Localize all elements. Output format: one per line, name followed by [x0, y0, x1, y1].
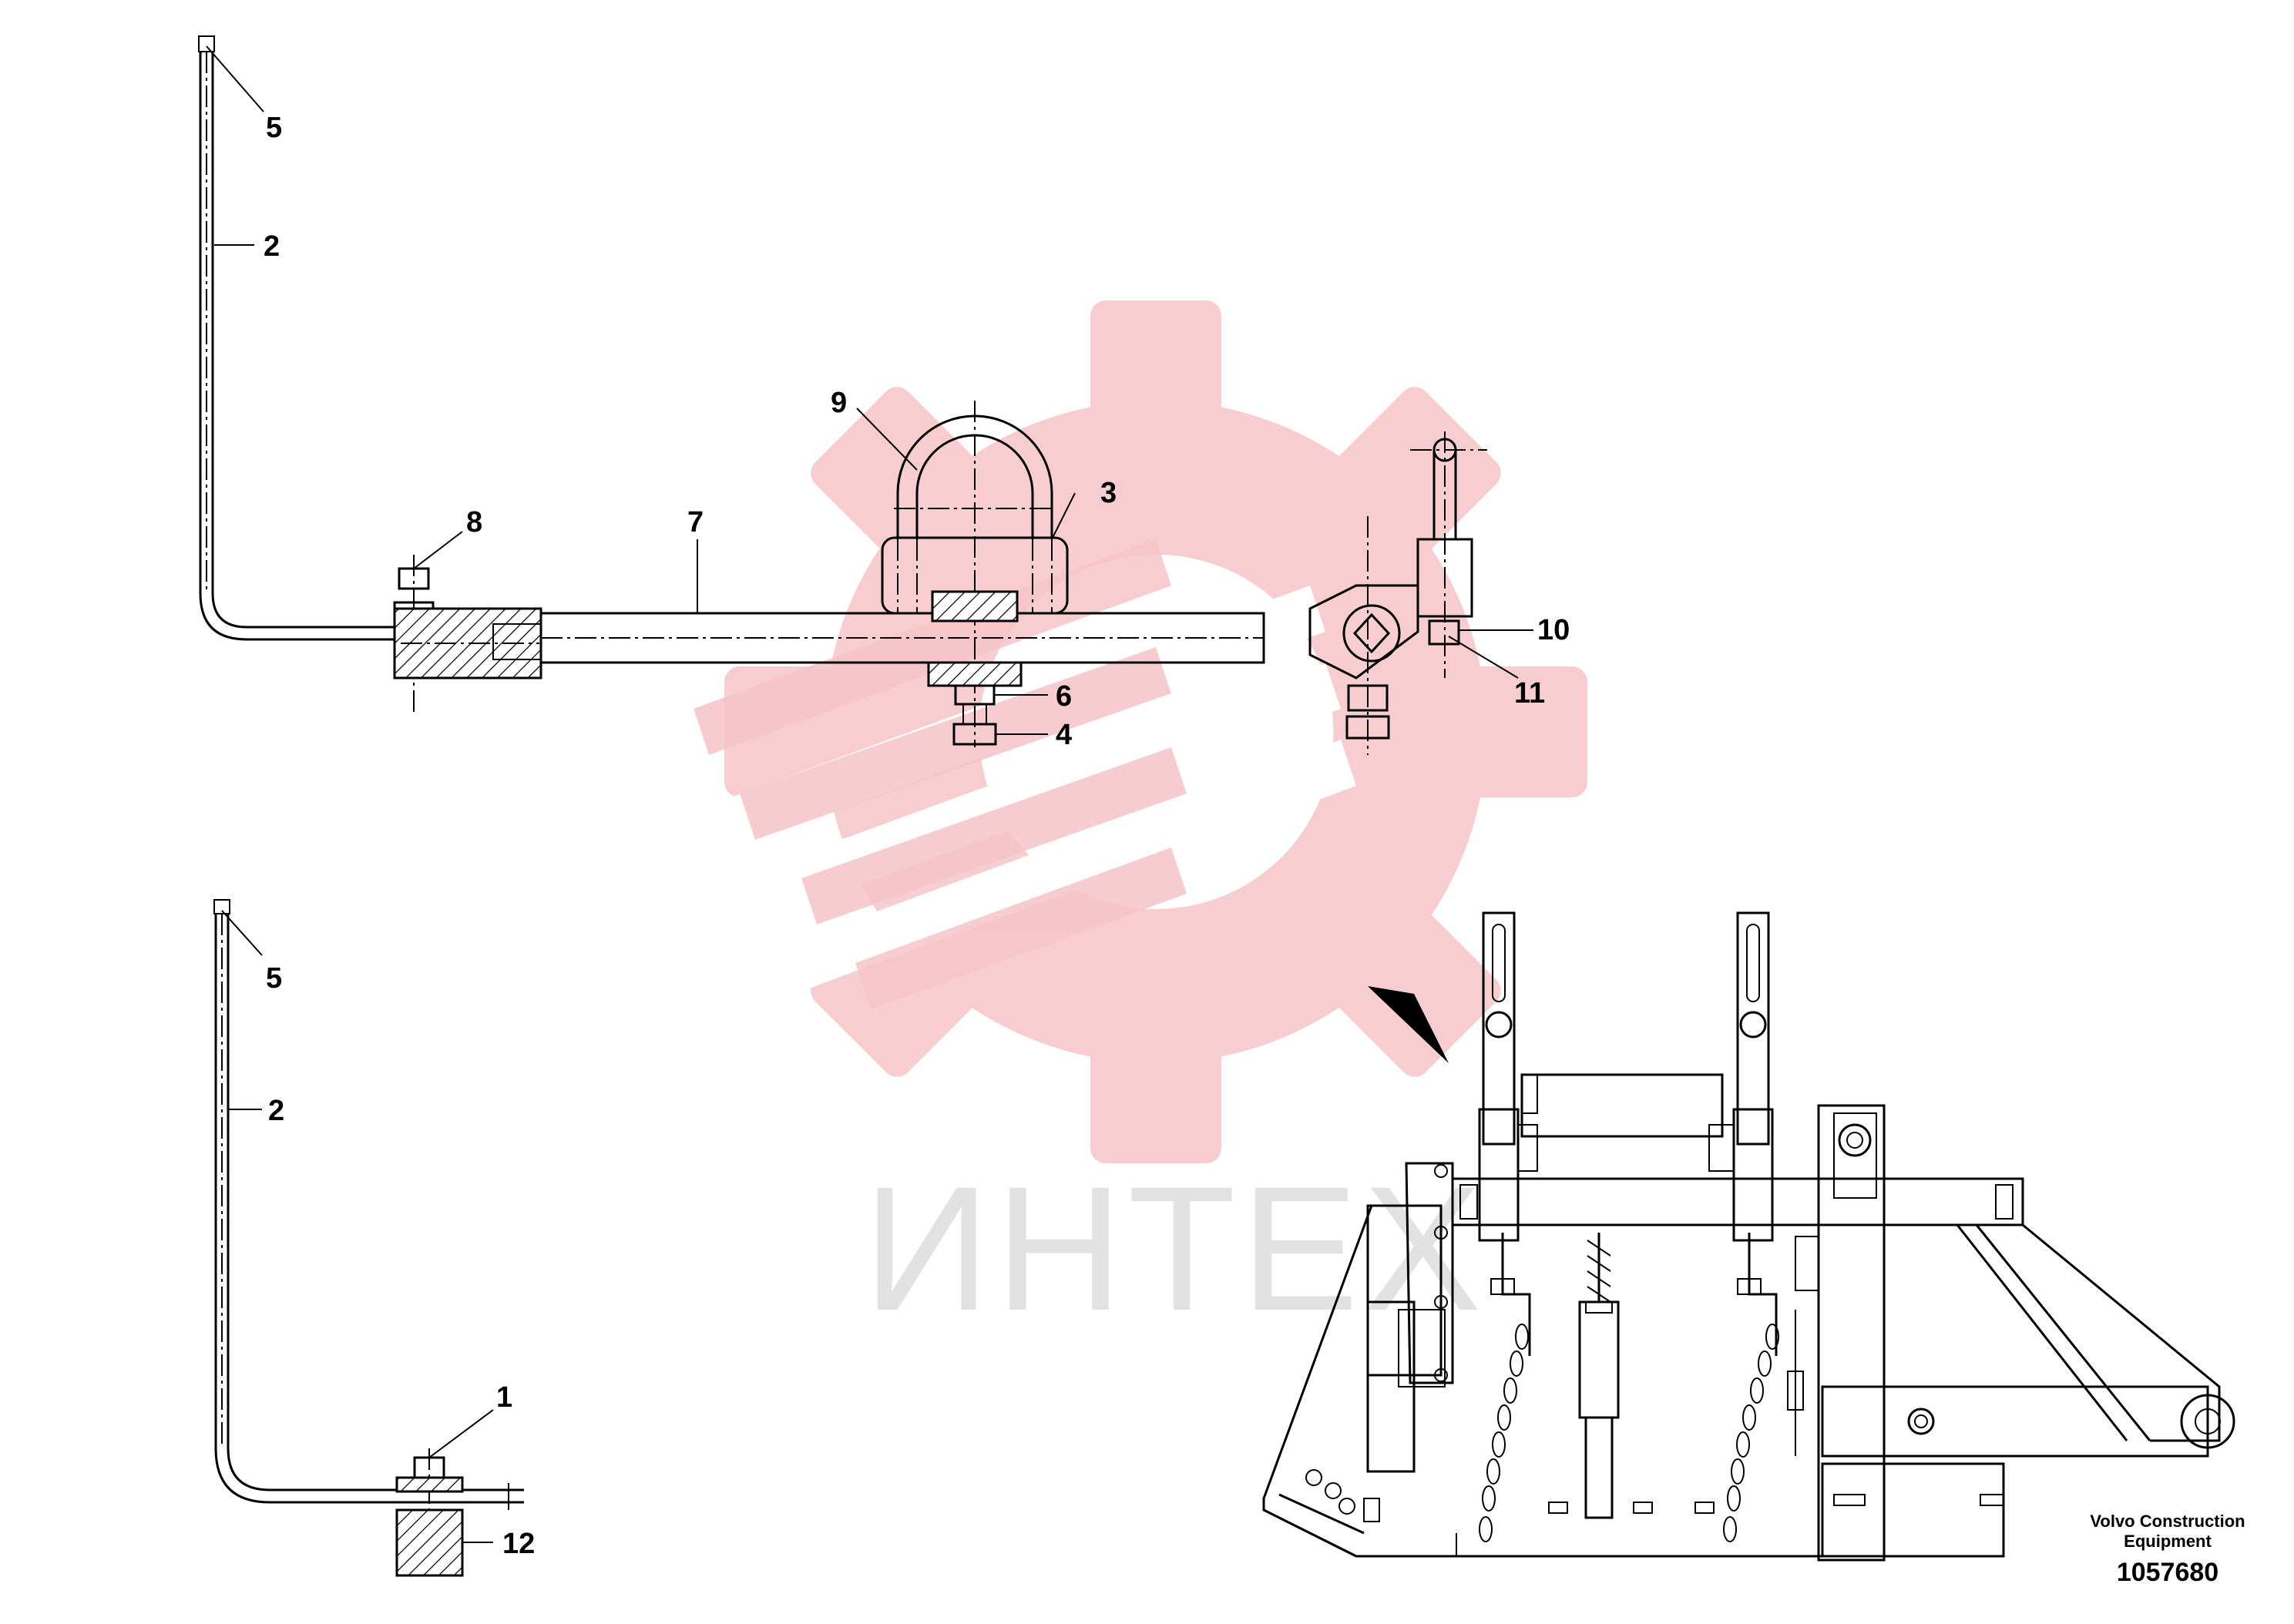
- callout-12: 12: [502, 1528, 535, 1560]
- callout-5-top: 5: [266, 112, 282, 144]
- callout-10: 10: [1537, 614, 1570, 646]
- watermark-gear-icon: [678, 300, 1587, 1163]
- rod-end-cap: [198, 35, 215, 52]
- nut-10: [1428, 619, 1460, 646]
- watermark-text: ИНТЕХ: [863, 1149, 1486, 1347]
- callout-6: 6: [1056, 680, 1072, 713]
- bottom-detail-view: [213, 899, 524, 1577]
- pin-bracket-assembly: [1308, 431, 1487, 755]
- crossbeam: [1451, 1177, 2024, 1226]
- callout-5-bottom: 5: [266, 962, 282, 995]
- callout-7: 7: [687, 506, 704, 539]
- callout-1: 1: [496, 1381, 512, 1414]
- title-block: Volvo Construction Equipment 1057680: [2090, 1512, 2245, 1587]
- callout-2-top: 2: [264, 230, 280, 263]
- callout-9: 9: [831, 387, 847, 419]
- clamp-block: [927, 661, 1023, 687]
- rod-inner-line: [211, 52, 401, 629]
- callout-3: 3: [1100, 477, 1117, 509]
- right-chain: [1723, 1324, 1779, 1542]
- assembly-overview: [1262, 911, 2235, 1562]
- maker-line-2: Equipment: [2124, 1532, 2212, 1551]
- callout-labels: 5 2 8 7 9 3 6 4 10 11 5 2 1 12: [264, 112, 1570, 1560]
- rod-outer-line: [199, 52, 401, 641]
- maker-line-1: Volvo Construction: [2090, 1512, 2245, 1531]
- callout-2-bottom: 2: [268, 1095, 284, 1127]
- callout-8: 8: [466, 506, 482, 539]
- block-12: [395, 1508, 464, 1577]
- left-chain: [1479, 1324, 1529, 1542]
- callout-4: 4: [1056, 719, 1072, 751]
- leader-lines: [206, 45, 1533, 1543]
- top-detail-view: [198, 35, 1487, 755]
- rod-outer-line-bottom: [214, 914, 524, 1504]
- document-number: 1057680: [2117, 1558, 2218, 1587]
- callout-11: 11: [1514, 677, 1545, 710]
